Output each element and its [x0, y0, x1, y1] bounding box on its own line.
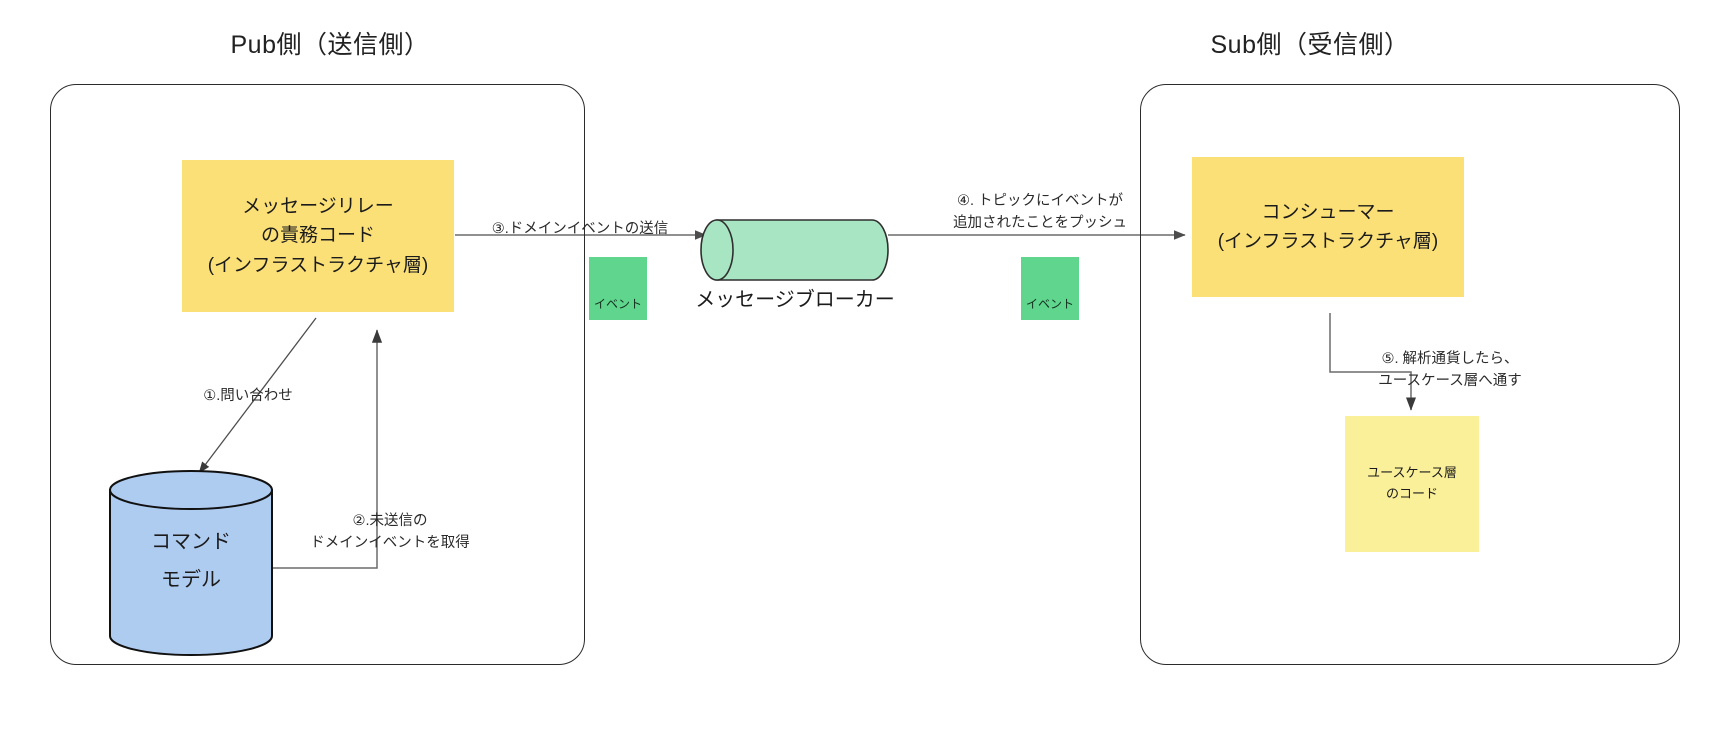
command-model-line2: モデル [161, 569, 221, 591]
command-model-line1: コマンド [151, 531, 231, 553]
panel-sub [1140, 84, 1680, 665]
edge-label-step5-line2: ユースケース層へ通す [1378, 373, 1522, 390]
event-badge-sub: イベント [1021, 257, 1079, 320]
node-consumer[interactable]: コンシューマー (インフラストラクチャ層) [1192, 157, 1464, 297]
message-relay-line1: メッセージリレー [242, 195, 394, 217]
edge-label-step4-line1: ④. トピックにイベントが [956, 193, 1124, 209]
message-relay-line2: の責務コード [260, 225, 375, 247]
node-command-model[interactable] [108, 470, 274, 660]
edge-label-step1: ①.問い合わせ [203, 388, 293, 404]
event-badge-pub: イベント [589, 257, 647, 320]
consumer-line2: (インフラストラクチャ層) [1217, 231, 1439, 252]
panel-title-pub: Pub側（送信側） [230, 31, 430, 59]
edge-label-step4-line2: 追加されたことをプッシュ [953, 215, 1127, 232]
node-usecase-code[interactable]: ユースケース層 のコード [1345, 416, 1479, 552]
node-message-broker[interactable] [700, 218, 890, 282]
panel-pub [50, 84, 585, 665]
usecase-code-line1: ユースケース層 [1367, 465, 1457, 481]
usecase-code-line2: のコード [1385, 486, 1438, 501]
event-badge-sub-label: イベント [1025, 297, 1074, 311]
consumer-line1: コンシューマー [1261, 201, 1395, 223]
event-badge-pub-label: イベント [593, 297, 642, 311]
node-message-relay[interactable]: メッセージリレー の責務コード (インフラストラクチャ層) [182, 160, 454, 312]
panel-title-sub: Sub側（受信側） [1210, 31, 1410, 59]
edge-label-step2: ②.未送信の ドメインイベントを取得 [265, 510, 515, 555]
edge-label-step3: ③.ドメインイベントの送信 [491, 221, 669, 237]
edge-label-step5: ⑤. 解析通貨したら、 ユースケース層へ通す [1335, 348, 1565, 393]
edge-label-step5-line1: ⑤. 解析通貨したら、 [1381, 351, 1519, 367]
edge-label-step2-line2: ドメインイベントを取得 [310, 535, 470, 552]
message-broker-label: メッセージブローカー [695, 289, 895, 311]
edge-label-step2-line1: ②.未送信の [352, 513, 428, 529]
edge-label-step4: ④. トピックにイベントが 追加されたことをプッシュ [900, 190, 1180, 235]
message-relay-line3: (インフラストラクチャ層) [207, 254, 429, 276]
